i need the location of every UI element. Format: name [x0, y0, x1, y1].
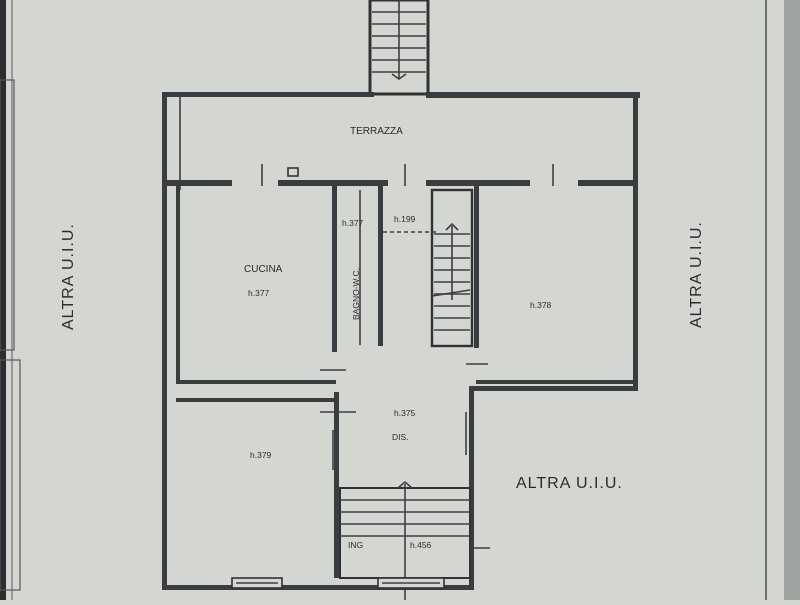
interior-walls: [176, 186, 633, 578]
left-neighbor-outline: [0, 79, 15, 351]
bathroom-label: BAGNO-W.C.: [351, 268, 361, 320]
hallway-height-label: h.375: [394, 408, 416, 418]
stair-landing-height-label: h.199: [394, 214, 416, 224]
outer-walls: [162, 92, 640, 590]
kitchen-height-label: h.377: [248, 288, 270, 298]
bathroom-height-label: h.377: [342, 218, 364, 228]
bottom-left-room-height-label: h.379: [250, 450, 272, 460]
terrace-walls: [167, 164, 633, 186]
bottom-openings: [231, 577, 445, 589]
right-room-height-label: h.378: [530, 300, 552, 310]
kitchen-label: CUCINA: [244, 264, 283, 275]
left-neighbor-outline-lower: [0, 359, 21, 591]
left-screen-edge: [0, 0, 6, 600]
neighbor-bottom-right-label: ALTRA U.I.U.: [516, 475, 623, 492]
neighbor-right-label: ALTRA U.I.U.: [688, 221, 705, 328]
exterior-stair: [368, 0, 430, 96]
right-screen-edge: [784, 0, 800, 600]
neighbor-left-label: ALTRA U.I.U.: [60, 223, 77, 330]
interior-stair: [430, 188, 474, 348]
terrace-label: TERRAZZA: [350, 126, 403, 137]
entrance-label: ING: [348, 540, 363, 550]
hallway-label: DIS.: [392, 432, 409, 442]
entrance-height-label: h.456: [410, 540, 432, 550]
